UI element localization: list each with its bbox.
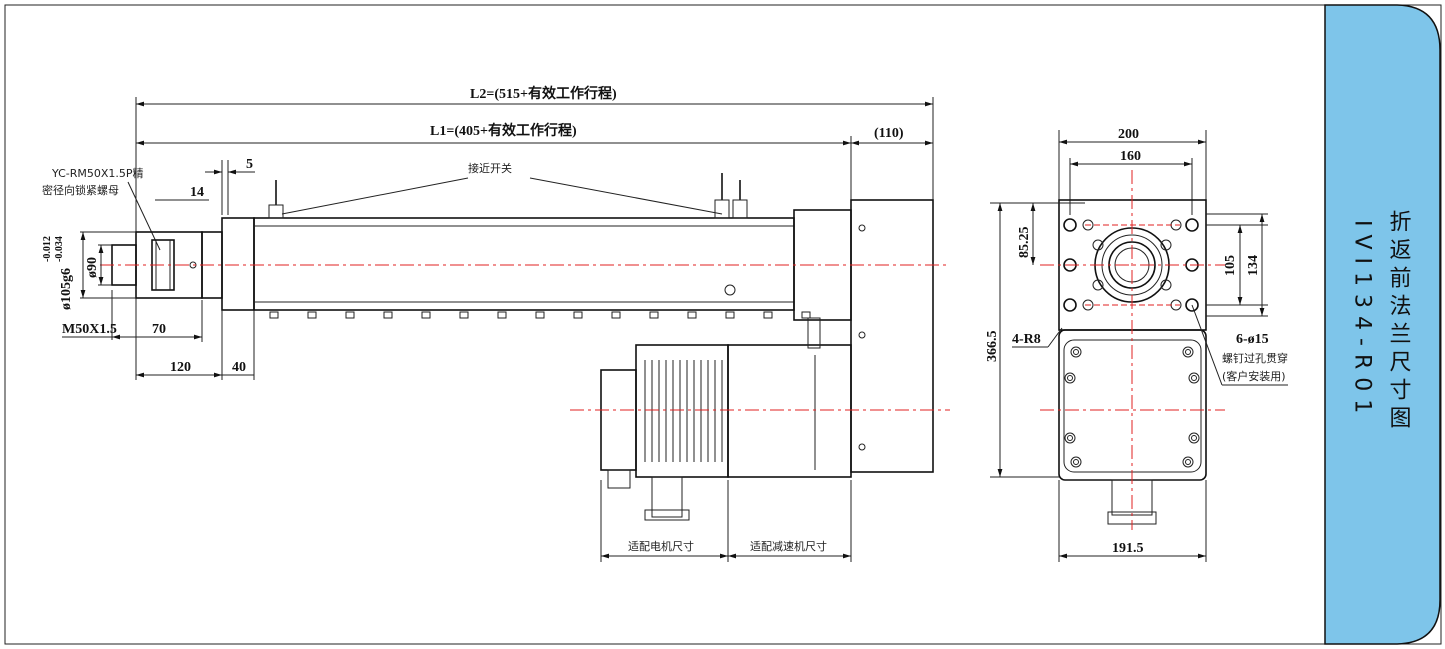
proximity-switch-label: 接近开关 [468, 161, 512, 175]
dim-85-25-label: 85.25 [1017, 227, 1032, 259]
nut-note-line2: 密径向锁紧螺母 [42, 183, 119, 197]
motor-end-cap [600, 369, 637, 471]
dim-14-label: 14 [190, 185, 204, 200]
dim-191-5-label: 191.5 [1112, 541, 1144, 556]
reducer-body [727, 344, 852, 478]
panel-title: 折返前法兰尺寸图 [1386, 210, 1412, 434]
holes-note-line2: (客户安装用) [1222, 369, 1286, 383]
dim-110-label: (110) [874, 126, 904, 141]
holes-label: 6-ø15 [1236, 332, 1269, 347]
proximity-switch-right [714, 173, 748, 219]
dim-134-label: 134 [1246, 255, 1261, 276]
front-cap [221, 217, 255, 311]
dim-366-5-label: 366.5 [985, 331, 1000, 363]
dim-l2-label: L2=(515+有效工作行程) [470, 85, 617, 102]
nut-note-line1: YC-RM50X1.5P精 [51, 167, 144, 180]
housing-bolts [1064, 346, 1200, 468]
title-side-panel [1324, 4, 1441, 645]
dim-5-label: 5 [246, 157, 253, 172]
panel-model: IVI134-R01 [1350, 220, 1375, 421]
dim-40-label: 40 [232, 360, 246, 375]
tol-upper-label: -0.012 [42, 236, 53, 262]
dim-120-label: 120 [170, 360, 191, 375]
motor-body [635, 344, 729, 478]
dia-90-label: ø90 [85, 257, 100, 278]
dim-200-label: 200 [1118, 127, 1139, 142]
dim-160-label: 160 [1120, 149, 1141, 164]
motor-size-label: 适配电机尺寸 [628, 539, 694, 553]
actuator-body [253, 217, 795, 311]
m50-label: M50X1.5 [62, 322, 117, 337]
dim-70-label: 70 [152, 322, 166, 337]
dim-l1-label: L1=(405+有效工作行程) [430, 122, 577, 139]
motor-fins [644, 360, 723, 462]
dia-105-label: ø105g6 [59, 268, 74, 310]
proximity-switch-left [268, 180, 284, 219]
reducer-size-label: 适配减速机尺寸 [750, 539, 827, 553]
drawing-frame [4, 4, 1442, 645]
dim-105-label: 105 [1223, 255, 1238, 276]
slot-nuts [269, 311, 811, 319]
tol-lower-label: -0.034 [54, 236, 65, 262]
r8-label: 4-R8 [1012, 332, 1041, 347]
holes-note-line1: 螺钉过孔贯穿 [1222, 351, 1288, 365]
rear-flange-block [850, 199, 934, 473]
